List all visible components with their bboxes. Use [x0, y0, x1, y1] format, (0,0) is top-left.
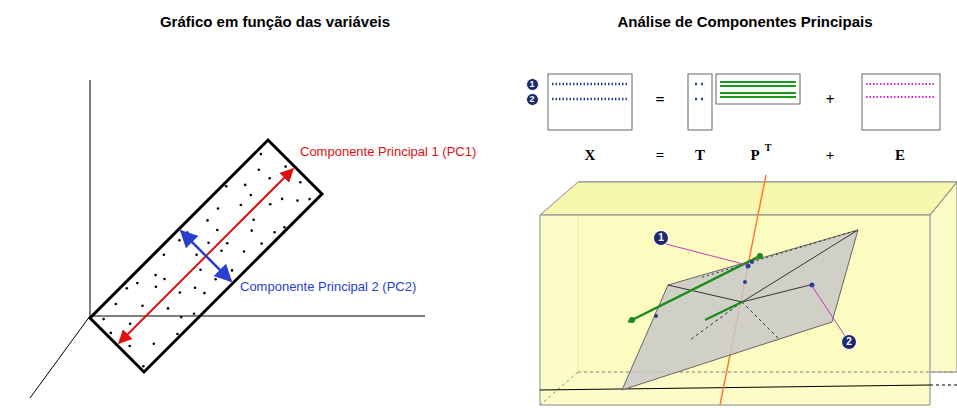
axis-label: Componente Principal 1 (PC1) [300, 145, 476, 159]
callout-circle: 1 [526, 78, 539, 91]
heading: Análise de Componentes Principais [617, 14, 872, 31]
leader-line [666, 244, 747, 265]
callout-number: 2 [846, 337, 852, 347]
matrix-name: E [895, 147, 905, 164]
callout-number: 1 [658, 233, 664, 243]
matrix-p [716, 74, 800, 104]
callout-number: 2 [529, 95, 534, 104]
plane-construction [668, 230, 858, 340]
projected-points [654, 260, 815, 318]
callout-circle: 1 [653, 230, 669, 246]
matrix-name: T [695, 147, 705, 164]
axis-label: Componente Principal 2 (PC2) [240, 280, 416, 294]
pc1-axis [628, 255, 762, 322]
operator: = [655, 91, 664, 109]
transpose-mark: T [765, 142, 772, 153]
leader-line [812, 286, 845, 336]
matrix-name: P [750, 147, 759, 164]
operator: + [826, 147, 835, 164]
pc-point [629, 317, 635, 323]
matrix-e [862, 74, 940, 130]
callout-circle: 2 [841, 334, 857, 350]
operator: = [656, 147, 665, 164]
heading: Gráfico em função das variáveis [160, 14, 390, 31]
data-cloud-box [90, 140, 322, 372]
pc-point [757, 253, 763, 259]
callout-circle: 2 [526, 93, 539, 106]
variable-space-box [540, 182, 957, 405]
pc2-arrow [181, 231, 231, 281]
axes [30, 80, 425, 398]
matrix-x [548, 74, 632, 130]
pc-plane [622, 230, 858, 390]
callout-number: 1 [529, 80, 534, 89]
matrix-name: X [585, 147, 596, 164]
matrix-t [688, 74, 712, 130]
pc1-arrow [119, 169, 293, 343]
operator: + [825, 91, 834, 109]
data-points [102, 153, 311, 368]
pc2-axis [705, 302, 742, 320]
